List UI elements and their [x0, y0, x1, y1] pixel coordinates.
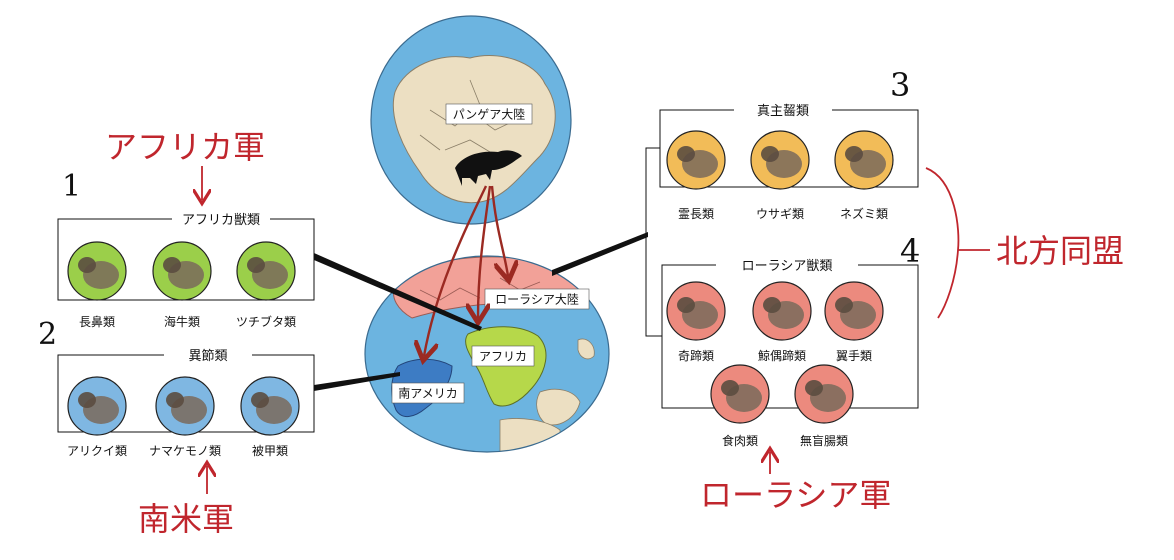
dispersal-arrows	[424, 185, 508, 356]
south-america-label: 南アメリカ	[398, 386, 457, 401]
laurasiatheria-panel: ローラシア獣類	[661, 259, 919, 409]
boreoeutheria-bracket	[645, 147, 662, 337]
leopard-icon	[710, 364, 770, 424]
afrotheria-number: 1	[62, 169, 81, 204]
pangaea-label: パンゲア大陸	[453, 108, 526, 122]
euarchontoglires-item-label: ネズミ類	[840, 206, 888, 221]
afrotheria-title: アフリカ獣類	[182, 213, 260, 228]
buffalo-icon	[752, 281, 812, 341]
bat-icon	[824, 281, 884, 341]
laurasiatheria-item-label: 無盲腸類	[800, 433, 848, 448]
northern-alliance-annotation: 北方同盟	[996, 232, 1124, 270]
xenarthra-title: 異節類	[188, 349, 227, 364]
laurasiatheria-number: 4	[900, 232, 920, 270]
euarchontoglires-number: 3	[890, 66, 910, 104]
elephant-icon	[67, 241, 127, 301]
africa-army-annotation: アフリカ軍	[105, 128, 265, 166]
afrotheria-item-label: 長鼻類	[79, 314, 115, 329]
south-america-army-annotation: 南米軍	[138, 500, 234, 538]
rabbit-icon	[750, 130, 810, 190]
gorilla-icon	[666, 130, 726, 190]
dugong-icon	[152, 241, 212, 301]
euarchontoglires-title: 真主齧類	[757, 103, 809, 119]
armadillo-icon	[240, 376, 300, 436]
chinchilla-icon	[834, 130, 894, 190]
northern-alliance-brace	[925, 167, 960, 319]
horse-icon	[666, 281, 726, 341]
euarchontoglires-item-label: ウサギ類	[756, 207, 804, 221]
afrotheria-item-label: ツチブタ類	[236, 314, 296, 329]
laurasiatheria-item-label: 食肉類	[722, 433, 758, 448]
laurasia-army-annotation: ローラシア軍	[700, 476, 891, 514]
laurasiatheria-item-label: 鯨偶蹄類	[758, 348, 806, 363]
laurasiatheria-item-label: 奇蹄類	[678, 348, 714, 363]
xenarthra-number: 2	[38, 317, 57, 352]
laurasia-label: ローラシア大陸	[495, 293, 579, 307]
modern-continents-globe: ローラシア大陸 アフリカ 南アメリカ	[364, 255, 610, 453]
afrotheria-item-label: 海牛類	[164, 314, 200, 329]
laurasiatheria-title: ローラシア獣類	[742, 259, 833, 274]
xenarthra-item-label: ナマケモノ類	[149, 444, 221, 458]
pangaea-globe: パンゲア大陸	[370, 15, 572, 225]
euarchontoglires-item-label: 霊長類	[678, 207, 714, 221]
aardvark-icon	[236, 241, 296, 301]
africa-label: アフリカ	[479, 350, 527, 364]
sloth-icon	[155, 376, 215, 436]
mole-icon	[794, 364, 854, 424]
connector-wedges	[314, 232, 648, 391]
anteater-icon	[67, 376, 127, 436]
xenarthra-item-label: アリクイ類	[67, 444, 127, 458]
laurasiatheria-item-label: 翼手類	[836, 349, 872, 363]
xenarthra-item-label: 被甲類	[252, 444, 288, 458]
